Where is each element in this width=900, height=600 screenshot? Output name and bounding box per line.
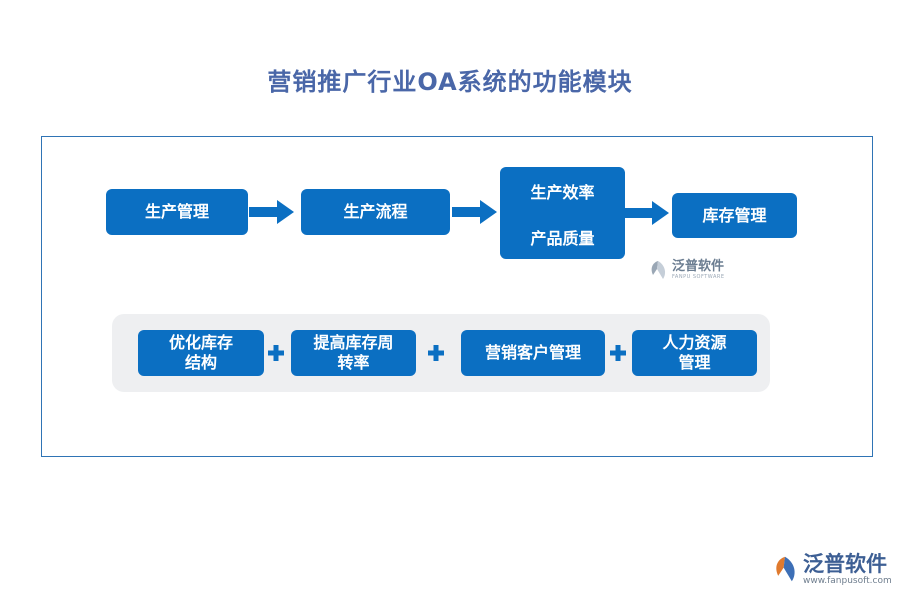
page-title: 营销推广行业OA系统的功能模块	[267, 68, 633, 96]
flow-box-label: 库存管理	[702, 205, 767, 225]
flow-box-label: 生产流程	[343, 202, 408, 221]
module-box-inventory-turnover: 提高库存周 转率	[291, 330, 416, 376]
flow-arrow-icon	[624, 201, 669, 225]
module-box-optimize-inventory: 优化库存 结构	[138, 330, 264, 376]
module-label-line1: 提高库存周	[313, 333, 394, 352]
watermark-corner: 泛普软件 www.fanpusoft.com	[770, 552, 892, 586]
watermark-center: 泛普软件 FANPU SOFTWARE	[647, 259, 725, 281]
plus-icon	[428, 345, 444, 361]
flow-box-label: 生产管理	[144, 202, 209, 221]
flow-box-label-quality: 产品质量	[530, 229, 595, 248]
flow-box-production-process: 生产流程	[301, 189, 450, 235]
plus-icon	[268, 345, 284, 361]
flow-box-production-management: 生产管理	[106, 189, 248, 235]
diagram-frame	[41, 136, 873, 457]
flow-box-inventory-management: 库存管理	[672, 193, 797, 238]
plus-icon	[610, 345, 626, 361]
fanpu-logo-icon	[776, 556, 795, 582]
module-label-line1: 优化库存	[168, 333, 233, 352]
watermark-corner-cn: 泛普软件	[803, 552, 887, 576]
watermark-center-en: FANPU SOFTWARE	[672, 273, 725, 280]
module-label-line2: 管理	[678, 353, 711, 372]
module-label-line1: 营销客户管理	[484, 343, 581, 362]
watermark-center-cn: 泛普软件	[672, 258, 725, 274]
module-box-marketing-customer: 营销客户管理	[461, 330, 605, 376]
module-box-human-resources: 人力资源 管理	[632, 330, 757, 376]
fanpu-logo-icon	[651, 261, 666, 279]
module-label-line2: 转率	[337, 353, 370, 372]
flow-arrow-icon	[452, 200, 497, 224]
flow-arrow-icon	[249, 200, 294, 224]
watermark-corner-url: www.fanpusoft.com	[803, 576, 892, 586]
flow-box-efficiency-quality: 生产效率 产品质量	[500, 167, 625, 259]
module-label-line2: 结构	[184, 353, 217, 372]
module-label-line1: 人力资源	[662, 333, 727, 352]
flow-box-label-efficiency: 生产效率	[530, 183, 595, 202]
